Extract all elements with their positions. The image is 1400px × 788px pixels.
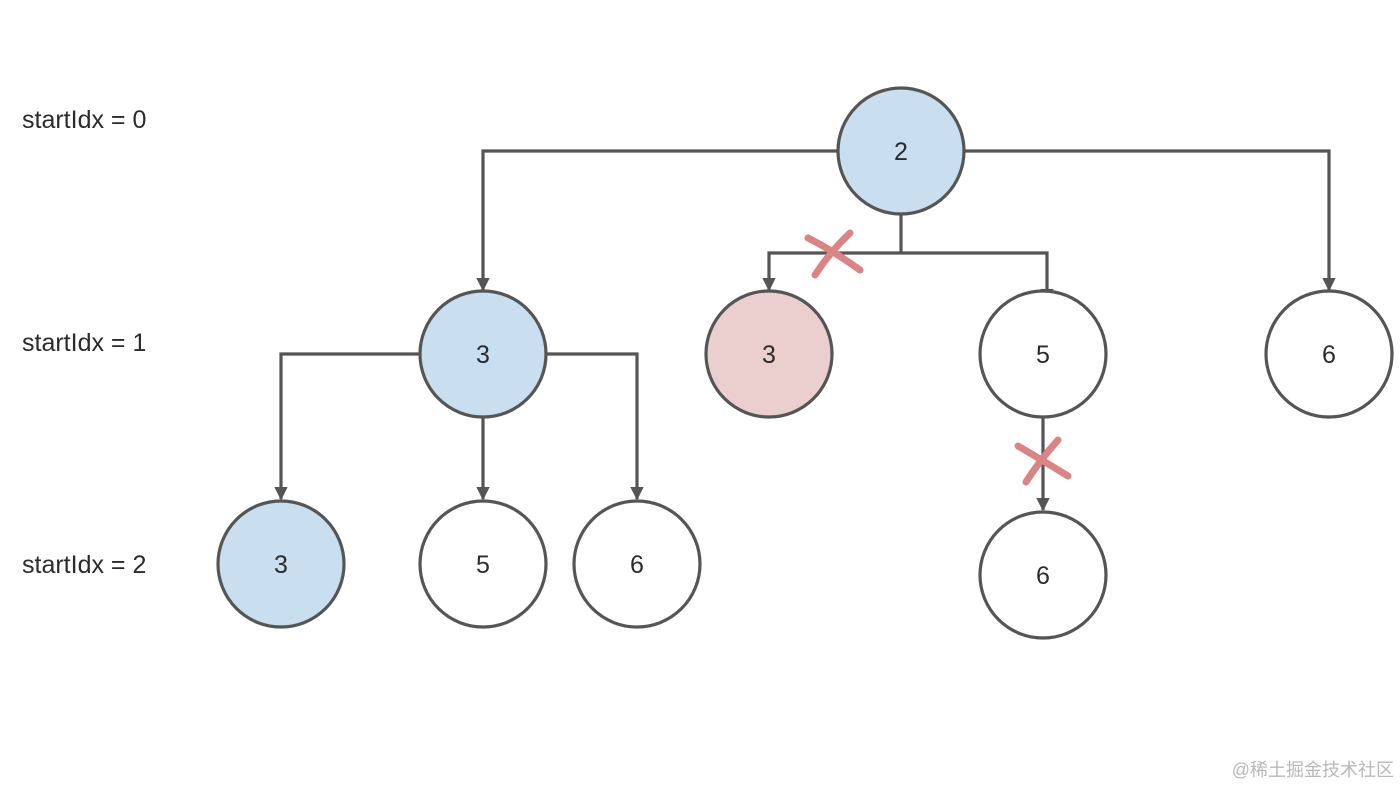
tree-node-l2-5: 5 — [418, 499, 548, 629]
nodes: 2 3 3 5 6 3 5 6 — [216, 86, 1394, 640]
tree-node-l2-5-value: 5 — [476, 551, 490, 579]
tree-node-l1-3-pruned-value: 3 — [762, 341, 776, 369]
tree-node-root-circle — [836, 86, 966, 216]
cross-icon — [804, 229, 864, 279]
tree-node-l1-5-value: 5 — [1036, 341, 1050, 369]
tree-node-l1-6-circle — [1264, 289, 1394, 419]
edge-3-to-6 — [547, 352, 644, 501]
edge-3-to-3 — [274, 352, 419, 501]
edge-root-to-5 — [901, 251, 1054, 303]
edge-root-to-pruned-3 — [762, 251, 901, 292]
tree-node-root-value: 2 — [894, 138, 908, 166]
level-label-0: startIdx = 0 — [22, 106, 147, 134]
tree-node-l2-6: 6 — [572, 499, 702, 629]
cross-icon — [1014, 436, 1072, 486]
tree-node-l1-6-value: 6 — [1322, 341, 1336, 369]
tree-node-l1-6: 6 — [1264, 289, 1394, 419]
tree-node-l1-3-value: 3 — [476, 341, 490, 369]
tree-node-l1-5: 5 — [978, 289, 1108, 419]
tree-node-l2-6-under-5-value: 6 — [1036, 562, 1050, 590]
tree-node-l1-3-circle — [418, 289, 548, 419]
prune-marks — [804, 229, 1072, 486]
tree-node-l2-3-circle — [216, 499, 346, 629]
tree-node-l1-3-pruned: 3 — [704, 289, 834, 419]
watermark: @稀土掘金技术社区 — [1231, 760, 1394, 780]
tree-node-root: 2 — [836, 86, 966, 216]
tree-node-l2-6-under-5-circle — [978, 510, 1108, 640]
edge-root-to-3 — [476, 149, 837, 292]
tree-node-l1-3: 3 — [418, 289, 548, 419]
tree-node-l2-6-under-5: 6 — [978, 510, 1108, 640]
tree-node-l1-5-circle — [978, 289, 1108, 419]
tree-node-l2-5-circle — [418, 499, 548, 629]
tree-node-l2-3-value: 3 — [274, 551, 288, 579]
tree-node-l2-6-circle — [572, 499, 702, 629]
level-label-1: startIdx = 1 — [22, 329, 147, 357]
tree-node-l2-6-value: 6 — [630, 551, 644, 579]
level-label-2: startIdx = 2 — [22, 551, 147, 579]
edge-root-to-6 — [965, 149, 1336, 292]
tree-node-l1-3-pruned-circle — [704, 289, 834, 419]
tree-node-l2-3: 3 — [216, 499, 346, 629]
